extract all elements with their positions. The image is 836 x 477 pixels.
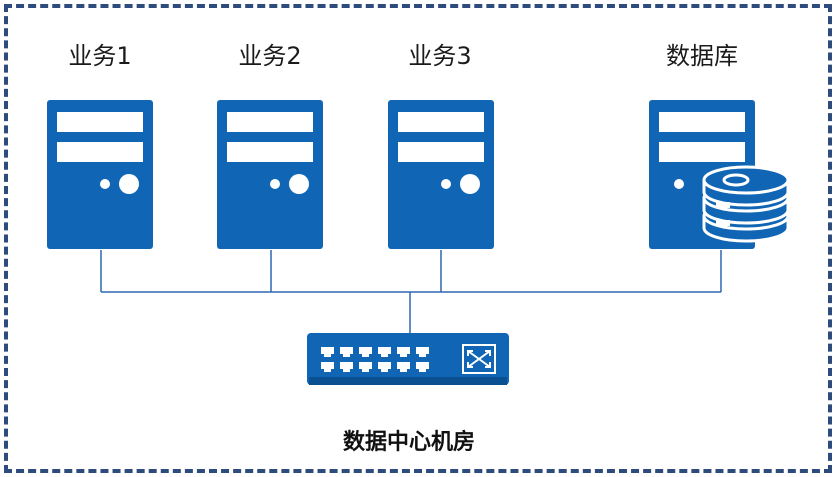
server-label-3: 业务3 (408, 42, 472, 70)
database-stack-icon (702, 165, 790, 243)
server-label-2: 业务2 (238, 42, 302, 70)
server-label-1: 业务1 (68, 42, 132, 70)
connection-lines (100, 250, 722, 333)
server-icon (47, 100, 153, 249)
server-icon (217, 100, 323, 249)
datacenter-caption: 数据中心机房 (342, 430, 475, 455)
network-switch-icon (307, 333, 509, 385)
crossover-arrows-icon (462, 344, 496, 374)
datacenter-boundary (4, 4, 832, 473)
server-icon (388, 100, 494, 249)
database-label: 数据库 (666, 42, 738, 70)
